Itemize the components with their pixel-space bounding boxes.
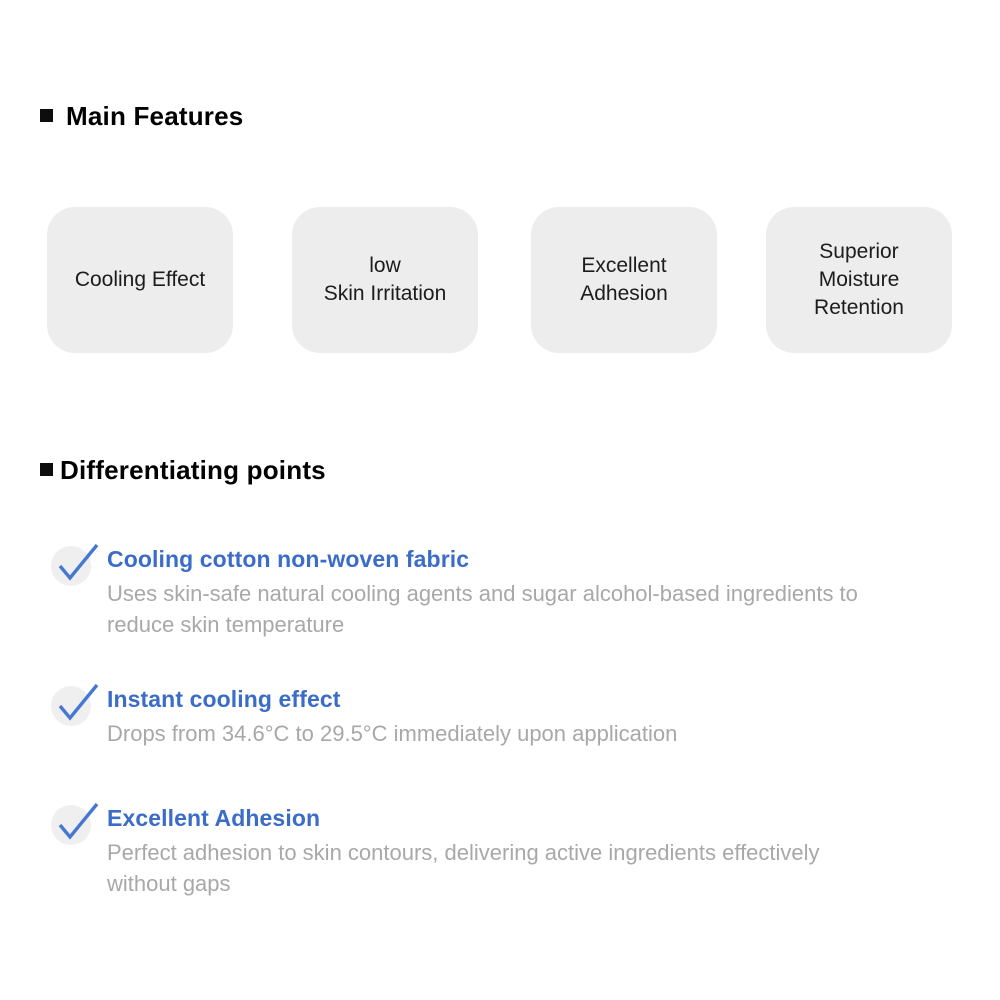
feature-box-low-skin-irritation: low Skin Irritation: [292, 207, 478, 353]
main-features-heading: Main Features: [40, 101, 243, 131]
diff-item-instant-cooling: Instant cooling effect Drops from 34.6°C…: [51, 683, 678, 749]
diff-item-cooling-cotton: Cooling cotton non-woven fabric Uses ski…: [51, 543, 872, 640]
square-bullet-icon: [40, 463, 53, 476]
check-icon: [51, 543, 99, 588]
differentiating-points-title: Differentiating points: [60, 455, 326, 485]
feature-box-label: Cooling Effect: [74, 268, 206, 291]
feature-box-cooling-effect: Cooling Effect: [47, 207, 233, 353]
diff-item-title: Instant cooling effect: [107, 686, 341, 712]
check-icon: [51, 683, 99, 728]
differentiating-points-heading: Differentiating points: [40, 455, 326, 485]
feature-box-label: Superior Moisture Retention: [814, 240, 904, 319]
diff-item-description: Drops from 34.6°C to 29.5°C immediately …: [107, 721, 678, 746]
square-bullet-icon: [40, 109, 53, 122]
feature-box-label: Excellent Adhesion: [580, 254, 668, 305]
feature-box-excellent-adhesion: Excellent Adhesion: [531, 207, 717, 353]
feature-box-label: low Skin Irritation: [323, 254, 447, 305]
feature-box-superior-moisture-retention: Superior Moisture Retention: [766, 207, 952, 353]
diff-item-title: Excellent Adhesion: [107, 805, 321, 831]
diff-item-excellent-adhesion: Excellent Adhesion Perfect adhesion to s…: [51, 802, 872, 899]
diff-item-description: Perfect adhesion to skin contours, deliv…: [107, 840, 820, 896]
main-features-title: Main Features: [66, 101, 244, 131]
diff-item-description: Uses skin-safe natural cooling agents an…: [107, 581, 858, 637]
diff-item-title: Cooling cotton non-woven fabric: [107, 546, 470, 572]
check-icon: [51, 802, 99, 847]
